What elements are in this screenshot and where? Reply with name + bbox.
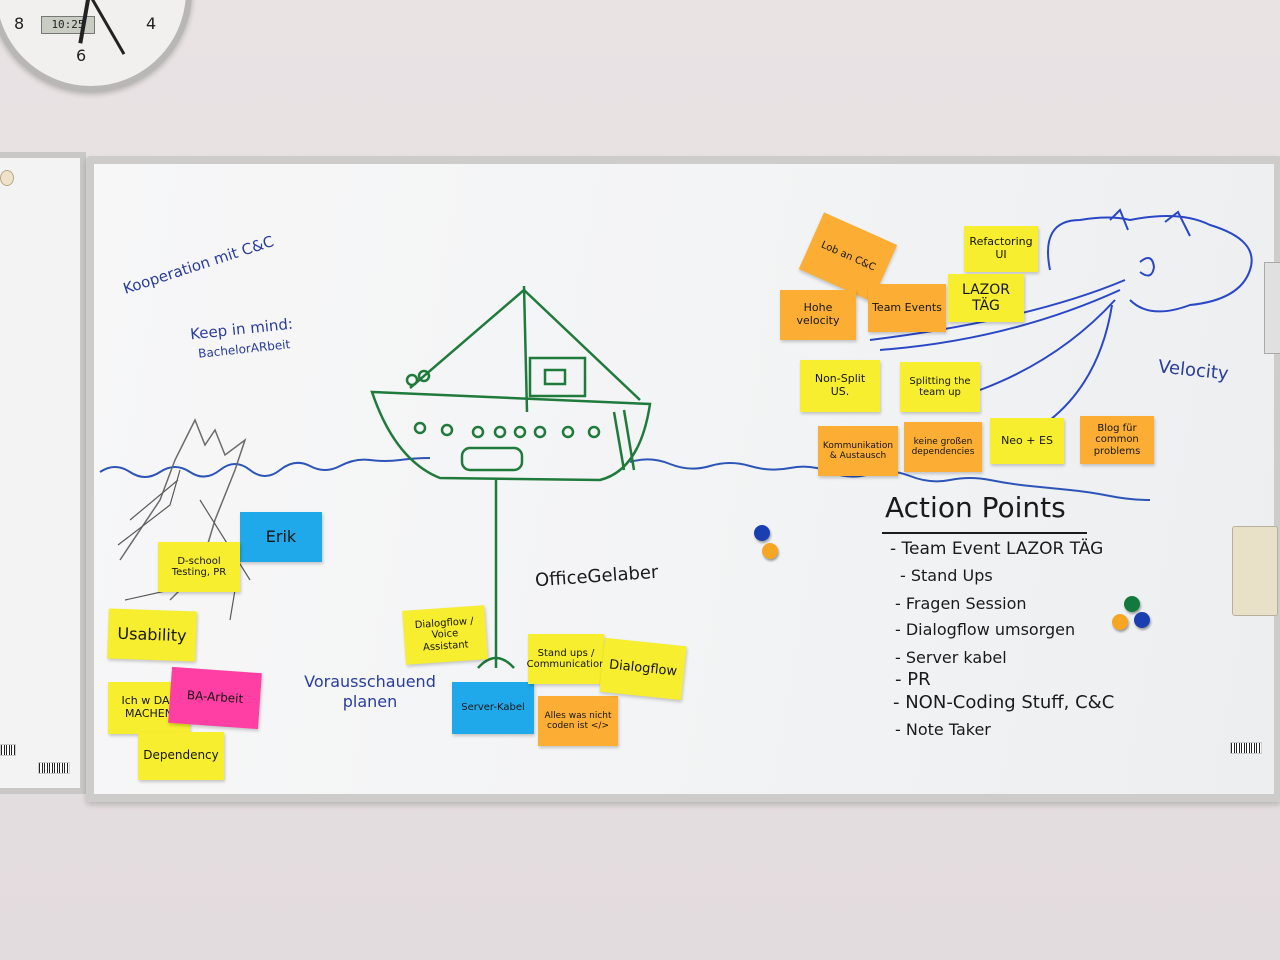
pin-icon: [0, 170, 14, 186]
magnet-blue: [754, 525, 770, 541]
sticky-dialogflow-voice: Dialogflow / Voice Assistant: [402, 605, 488, 665]
sticky-blog: Blog für common problems: [1080, 416, 1154, 464]
sticky-dialogflow: Dialogflow: [599, 637, 687, 701]
sticky-lazor-tag: LAZOR TÄG: [948, 274, 1024, 322]
note-vorausschauend: Vorausschauend planen: [304, 672, 436, 711]
action-item: - Server kabel: [895, 648, 1007, 667]
sticky-alles-was: Alles was nicht coden ist </>: [538, 696, 618, 746]
sticky-splitting: Splitting the team up: [900, 362, 980, 412]
magnet-orange: [762, 543, 778, 559]
sticky-ba-arbeit: BA-Arbeit: [168, 666, 262, 730]
main-whiteboard: [86, 156, 1280, 802]
barcode-label: [38, 762, 70, 774]
action-item: - NON-Coding Stuff, C&C: [893, 692, 1115, 713]
action-item: - Note Taker: [895, 720, 991, 739]
sticky-keine-grossen: keine großen dependencies: [904, 422, 982, 472]
clock-number-8: 8: [14, 14, 25, 33]
ship-drawing: [370, 285, 652, 669]
clock-number-4: 4: [146, 14, 157, 33]
sticky-usability: Usability: [107, 608, 197, 662]
sticky-d-school: D-school Testing, PR: [158, 542, 240, 592]
sticky-hohe-velocity: Hohe velocity: [780, 290, 856, 340]
barcode-label: [1230, 742, 1262, 754]
sticky-erik: Erik: [240, 512, 322, 562]
sticky-refactoring-ui: Refactoring UI: [964, 226, 1038, 272]
sticky-non-split: Non-Split US.: [800, 360, 880, 412]
clock-number-6: 6: [76, 46, 87, 65]
sticky-team-events: Team Events: [868, 284, 946, 332]
magnet-orange: [1112, 614, 1128, 630]
sticky-neo-es: Neo + ES: [990, 418, 1064, 464]
sticky-stand-ups: Stand ups / Communication: [527, 634, 605, 684]
action-item: - PR: [895, 669, 931, 690]
board-eraser: [1232, 526, 1278, 616]
title-underline: [882, 532, 1087, 534]
sticky-dependency: Dependency: [138, 732, 224, 780]
action-points-title: Action Points: [885, 491, 1066, 524]
action-item: - Fragen Session: [895, 594, 1027, 613]
left-whiteboard: [0, 152, 86, 794]
sticky-kommunikation: Kommunikation & Austausch: [818, 426, 898, 476]
action-item: - Team Event LAZOR TÄG: [890, 539, 1104, 559]
barcode-label: [0, 744, 16, 756]
action-item: - Dialogflow umsorgen: [895, 620, 1076, 639]
magnet-green: [1124, 596, 1140, 612]
magnet-blue: [1134, 612, 1150, 628]
action-item: - Stand Ups: [900, 566, 993, 585]
board-mount: [1264, 262, 1280, 354]
sticky-server-kabel: Server-Kabel: [452, 682, 534, 734]
